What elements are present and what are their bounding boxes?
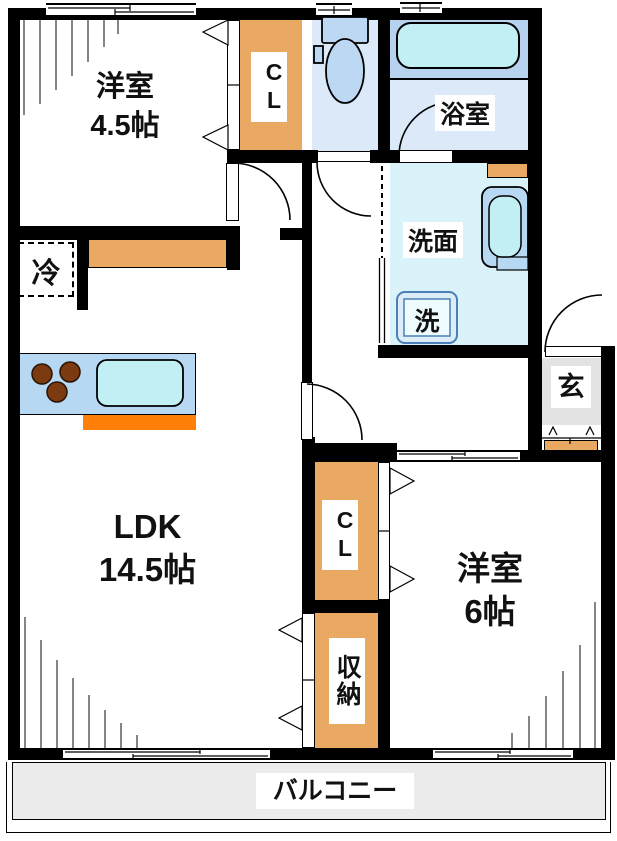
wall	[302, 462, 315, 613]
fridge-label-text: 冷	[31, 258, 61, 290]
bathtub-band	[390, 13, 528, 80]
room-size: 6帖	[464, 592, 516, 630]
wall	[390, 150, 399, 163]
entrance-step	[542, 425, 601, 440]
wall	[601, 346, 615, 760]
ldk-label: LDK 14.5帖	[60, 506, 235, 592]
wall	[8, 748, 63, 760]
wall	[8, 226, 240, 240]
closet-label-text: CL	[332, 507, 358, 563]
room-name: 洋室	[95, 71, 154, 103]
room-size: 4.5帖	[90, 110, 160, 143]
door-leaf-toilet	[317, 151, 371, 162]
wall	[227, 150, 312, 163]
wall	[573, 748, 615, 760]
wall	[370, 150, 378, 163]
folding-door-oshiire	[302, 613, 315, 748]
door-leaf-ldk	[301, 382, 313, 440]
balcony-outline	[6, 762, 611, 833]
room-name: 洗面	[402, 222, 463, 258]
entrance-label: 玄	[551, 366, 591, 408]
room-name: 浴室	[434, 95, 495, 131]
room-name: 洋室	[457, 550, 523, 587]
kitchen-counter	[14, 353, 196, 415]
door-leaf-entrance	[545, 346, 602, 357]
room-name: LDK	[113, 508, 182, 545]
balcony-floor	[12, 762, 606, 820]
washroom-label: 洗面	[383, 222, 483, 258]
wall	[378, 8, 390, 163]
room-name: 玄	[557, 372, 585, 402]
door-leaf-bedroom1	[226, 163, 239, 221]
wall	[302, 152, 312, 382]
wall	[453, 150, 528, 163]
washer-label-text: 洗	[414, 308, 440, 336]
wall	[270, 748, 433, 760]
window	[400, 2, 442, 15]
wall	[528, 8, 542, 462]
bedroom2-label: 洋室 6帖	[410, 548, 570, 634]
kitchen-shelf	[88, 238, 227, 268]
balcony-label: バルコニー	[256, 773, 414, 809]
washroom-shelf	[487, 163, 528, 178]
fridge-box	[18, 242, 74, 297]
closet-upper-label: CL	[251, 52, 287, 122]
bath-label: 浴室	[415, 95, 515, 131]
wall	[378, 600, 390, 748]
window	[46, 3, 196, 17]
closet-label-text: CL	[261, 59, 287, 115]
door-leaf-bath	[399, 150, 453, 163]
oshiire-label: 収納	[329, 638, 365, 724]
storage-label-text: 収納	[333, 654, 361, 708]
fridge-label: 冷	[18, 250, 74, 292]
sliding-door	[397, 450, 520, 462]
room-size: 14.5帖	[98, 550, 197, 588]
toilet-floor	[312, 13, 378, 152]
wall	[312, 150, 318, 163]
window	[316, 3, 352, 17]
wall	[302, 443, 397, 462]
wall	[520, 450, 615, 462]
closet-lower-label: CL	[322, 500, 358, 570]
folding-door-closet-upper	[227, 20, 240, 150]
wall	[8, 8, 20, 760]
wall	[302, 600, 390, 613]
room-name: バルコニー	[272, 777, 398, 805]
kitchen-counter-front	[83, 415, 196, 430]
wall	[77, 238, 88, 310]
wall	[227, 238, 240, 270]
bedroom1-label: 洋室 4.5帖	[40, 68, 210, 146]
window	[433, 748, 573, 760]
wall	[378, 345, 542, 358]
washer-label: 洗	[411, 302, 443, 338]
window	[63, 748, 270, 760]
folding-door-closet-lower	[378, 462, 390, 600]
